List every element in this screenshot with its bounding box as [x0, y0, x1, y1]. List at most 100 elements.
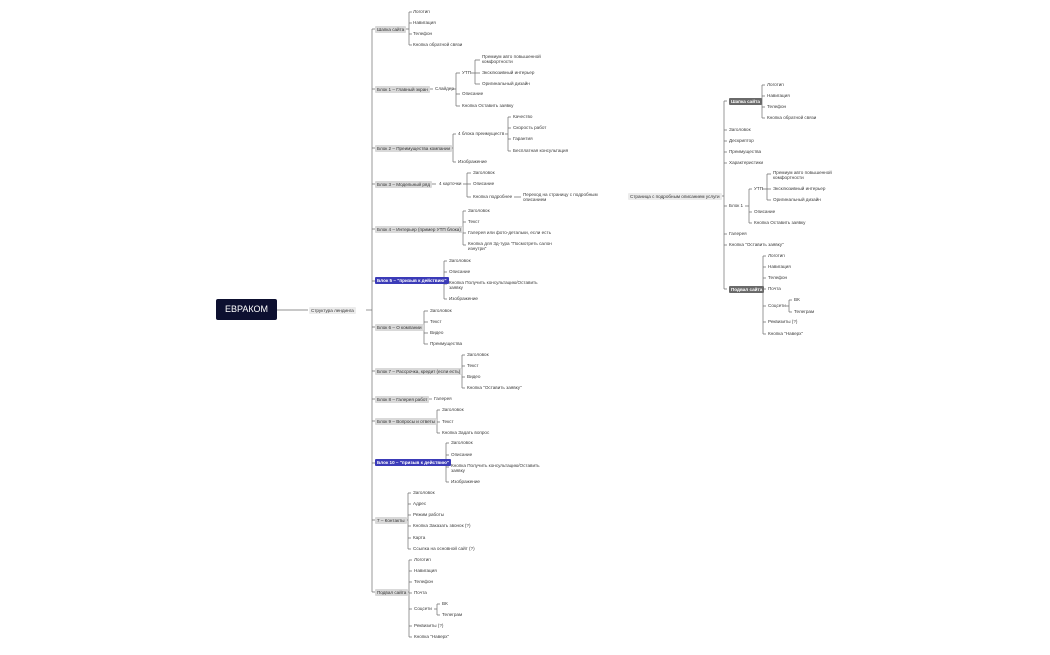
header-nav: Навигация [413, 20, 436, 25]
block3-cards: 4 карточки [439, 181, 462, 186]
contacts-link: Ссылка на основной сайт (?) [413, 546, 475, 551]
block9-title: Заголовок [442, 407, 464, 412]
contacts-address: Адрес [413, 501, 427, 506]
block2-adv-4: Бесплатная консультация [513, 148, 569, 153]
sp-footer-nav: Навигация [768, 264, 791, 269]
block6-text: Текст [430, 319, 442, 324]
block5-image: Изображение [449, 296, 478, 301]
footer-phone: Телефон [414, 579, 434, 584]
contacts-title: Заголовок [413, 490, 435, 495]
structure-node[interactable]: Структура лендинга [309, 307, 356, 314]
branch-block8[interactable]: Блок 8 – Галерея работ [375, 396, 430, 403]
sp-descriptor: Дескриптор [729, 138, 754, 143]
sp-footer-logo: Логотип [768, 253, 785, 258]
sp-advantages: Преимущества [729, 149, 762, 154]
block10-button: Кнопка Получить консультацию/Оставить за… [451, 463, 540, 474]
footer-logo: Логотип [414, 557, 431, 562]
block3-title: Заголовок [473, 170, 495, 175]
block6-video: Видео [430, 330, 444, 335]
footer-requisites: Реквизиты (?) [414, 623, 444, 628]
footer-social-tg: Телеграм [442, 612, 463, 617]
footer-mail: Почта [414, 590, 427, 595]
block10-desc: Описание [451, 452, 473, 457]
sp-footer[interactable]: Подвал сайта [729, 286, 765, 293]
sp-block1-utp: УТП [754, 186, 764, 191]
block5-title: Заголовок [449, 258, 471, 263]
sp-header-callback: Кнопка обратной связи [767, 115, 817, 120]
sp-footer-phone: Телефон [768, 275, 788, 280]
block4-gallery: Галерея или фото-детальки, если есть [468, 230, 551, 235]
header-logo: Логотип [413, 9, 430, 14]
block1-utp-3: Оригинальный дизайн [482, 81, 530, 86]
footer-social-vk: ВК [442, 601, 448, 606]
block3-more-desc: Переход на страницу с подробным описание… [523, 192, 598, 203]
branch-block6[interactable]: Блок 6 – О компании [375, 324, 424, 331]
branch-block3[interactable]: Блок 3 – Модельный ряд [375, 181, 433, 188]
block2-image: Изображение [458, 159, 487, 164]
block6-advantages: Преимущества [430, 341, 463, 346]
block2-adv-2: Скорость работ [513, 125, 547, 130]
sp-block1-desc: Описание [754, 209, 776, 214]
sp-block1-button: Кнопка Оставить заявку [754, 220, 806, 225]
branch-block4[interactable]: Блок 4 – Интерьер (пример УТП блока) [375, 226, 463, 233]
block9-text: Текст [442, 419, 454, 424]
branch-block7[interactable]: Блок 7 – Рассрочка, кредит (если есть) [375, 368, 463, 375]
branch-block1[interactable]: Блок 1 – Главный экран [375, 86, 430, 93]
sp-footer-top-button: Кнопка "Наверх" [768, 331, 804, 336]
contacts-call: Кнопка Заказать звонок (?) [413, 523, 471, 528]
block7-title: Заголовок [467, 352, 489, 357]
block5-desc: Описание [449, 269, 471, 274]
service-page-node[interactable]: Страница с подробным описанием услуги [628, 193, 722, 200]
sp-footer-tg: Телеграм [794, 309, 815, 314]
block1-slider: Слайдер [435, 86, 454, 91]
block7-button: Кнопка "Оставить заявку" [467, 385, 522, 390]
block2-adv: 4 блока преимуществ [458, 131, 505, 136]
block5-button: Кнопка Получить консультацию/Оставить за… [449, 280, 538, 291]
contacts-map: Карта [413, 535, 426, 540]
block7-video: Видео [467, 374, 481, 379]
block4-text: Текст [468, 219, 480, 224]
sp-header[interactable]: Шапка сайта [729, 98, 762, 105]
block1-utp-1: Премиум авто повышенной комфортности [482, 54, 541, 65]
block3-more: Кнопка подробнее [473, 194, 513, 199]
branch-block10[interactable]: Блок 10 – "призыв к действию" [375, 459, 452, 466]
block1-utp: УТП [462, 70, 472, 75]
block2-adv-1: Качество [513, 114, 533, 119]
block4-3d-button: Кнопка для 3д-тура "Посмотреть салон изн… [468, 241, 552, 252]
sp-footer-requisites: Реквизиты (?) [768, 319, 798, 324]
branch-block5[interactable]: Блок 5 – "призыв к действию" [375, 277, 449, 284]
block3-desc: Описание [473, 181, 495, 186]
sp-specs: Характеристики [729, 160, 764, 165]
sp-header-phone: Телефон [767, 104, 787, 109]
block4-title: Заголовок [468, 208, 490, 213]
block2-adv-3: Гарантия [513, 136, 533, 141]
sp-utp-1: Премиум авто повышенной комфортности [773, 170, 832, 181]
branch-contacts[interactable]: 7 – Контакты [375, 517, 407, 524]
sp-request-button: Кнопка "Оставить заявку" [729, 242, 784, 247]
block10-image: Изображение [451, 479, 480, 484]
sp-utp-2: Эксклюзивный интерьер [773, 186, 826, 191]
block10-title: Заголовок [451, 440, 473, 445]
footer-top-button: Кнопка "Наверх" [414, 634, 450, 639]
sp-header-nav: Навигация [767, 93, 790, 98]
block1-utp-2: Эксклюзивный интерьер [482, 70, 535, 75]
sp-gallery: Галерея [729, 231, 747, 236]
header-callback: Кнопка обратной связи [413, 42, 463, 47]
sp-header-logo: Логотип [767, 82, 784, 87]
sp-block1: Блок 1 [729, 203, 744, 208]
block6-title: Заголовок [430, 308, 452, 313]
branch-header[interactable]: Шапка сайта [375, 26, 407, 33]
block1-button: Кнопка Оставить заявку [462, 103, 514, 108]
root-node[interactable]: ЕВРАКОМ [216, 299, 277, 320]
branch-block2[interactable]: Блок 2 – Преимущества компании [375, 145, 453, 152]
block8-gallery: Галерея [434, 396, 452, 401]
sp-footer-social: Соцсети [768, 303, 786, 308]
branch-block9[interactable]: Блок 9 – Вопросы и ответы [375, 418, 437, 425]
sp-utp-3: Оригинальный дизайн [773, 197, 821, 202]
footer-nav: Навигация [414, 568, 437, 573]
sp-title: Заголовок [729, 127, 751, 132]
block9-button: Кнопка Задать вопрос [442, 430, 490, 435]
branch-footer[interactable]: Подвал сайта [375, 589, 409, 596]
